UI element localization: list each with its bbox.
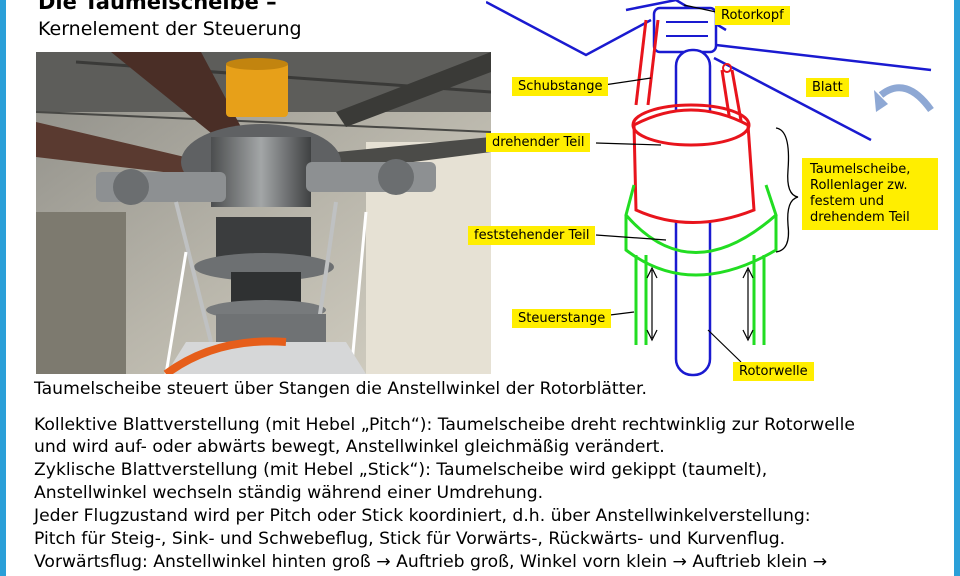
label-drehender-teil: drehender Teil xyxy=(486,133,591,152)
body-line-1: Taumelscheibe steuert über Stangen die A… xyxy=(34,379,647,399)
body-line-2: Kollektive Blattverstellung (mit Hebel „… xyxy=(34,415,855,435)
label-rotorwelle: Rotorwelle xyxy=(733,362,814,381)
slide-subtitle: Kernelement der Steuerung xyxy=(38,18,302,40)
label-feststehender-teil: feststehender Teil xyxy=(468,226,596,245)
bracket-icon xyxy=(775,127,799,253)
swashplate-diagram: Rotorkopf Schubstange Blatt drehender Te… xyxy=(468,0,954,381)
swashplate-diagram-drawing xyxy=(485,0,934,377)
rotor-head-photo xyxy=(36,52,491,374)
body-line-3: und wird auf- oder abwärts bewegt, Anste… xyxy=(34,437,665,457)
label-steuerstange: Steuerstange xyxy=(512,309,612,328)
body-line-5: Anstellwinkel wechseln ständig während e… xyxy=(34,483,544,503)
body-line-4: Zyklische Blattverstellung (mit Hebel „S… xyxy=(34,460,768,480)
blade-left-outline xyxy=(485,0,652,57)
label-taumelscheibe: Taumelscheibe, Rollenlager zw. festem un… xyxy=(802,158,938,230)
label-blatt: Blatt xyxy=(806,78,849,97)
rotor-head-photo-drawing xyxy=(36,52,491,374)
label-rotorkopf: Rotorkopf xyxy=(715,6,790,25)
body-line-8: Vorwärtsflug: Anstellwinkel hinten groß … xyxy=(34,552,828,572)
slide-title: Die Taumelscheibe – xyxy=(38,0,277,14)
fixed-part-shape xyxy=(624,184,778,254)
rotating-part-shape xyxy=(632,108,756,224)
rotation-arrow-icon xyxy=(878,84,934,113)
blade-right-edge xyxy=(715,43,932,72)
label-schubstange: Schubstange xyxy=(512,77,609,96)
rotor-head-shape xyxy=(652,6,718,54)
blade-right-lower-edge xyxy=(713,56,872,142)
body-line-7: Pitch für Steig-, Sink- und Schwebeflug,… xyxy=(34,529,786,549)
body-line-6: Jeder Flugzustand wird per Pitch oder St… xyxy=(34,506,811,526)
